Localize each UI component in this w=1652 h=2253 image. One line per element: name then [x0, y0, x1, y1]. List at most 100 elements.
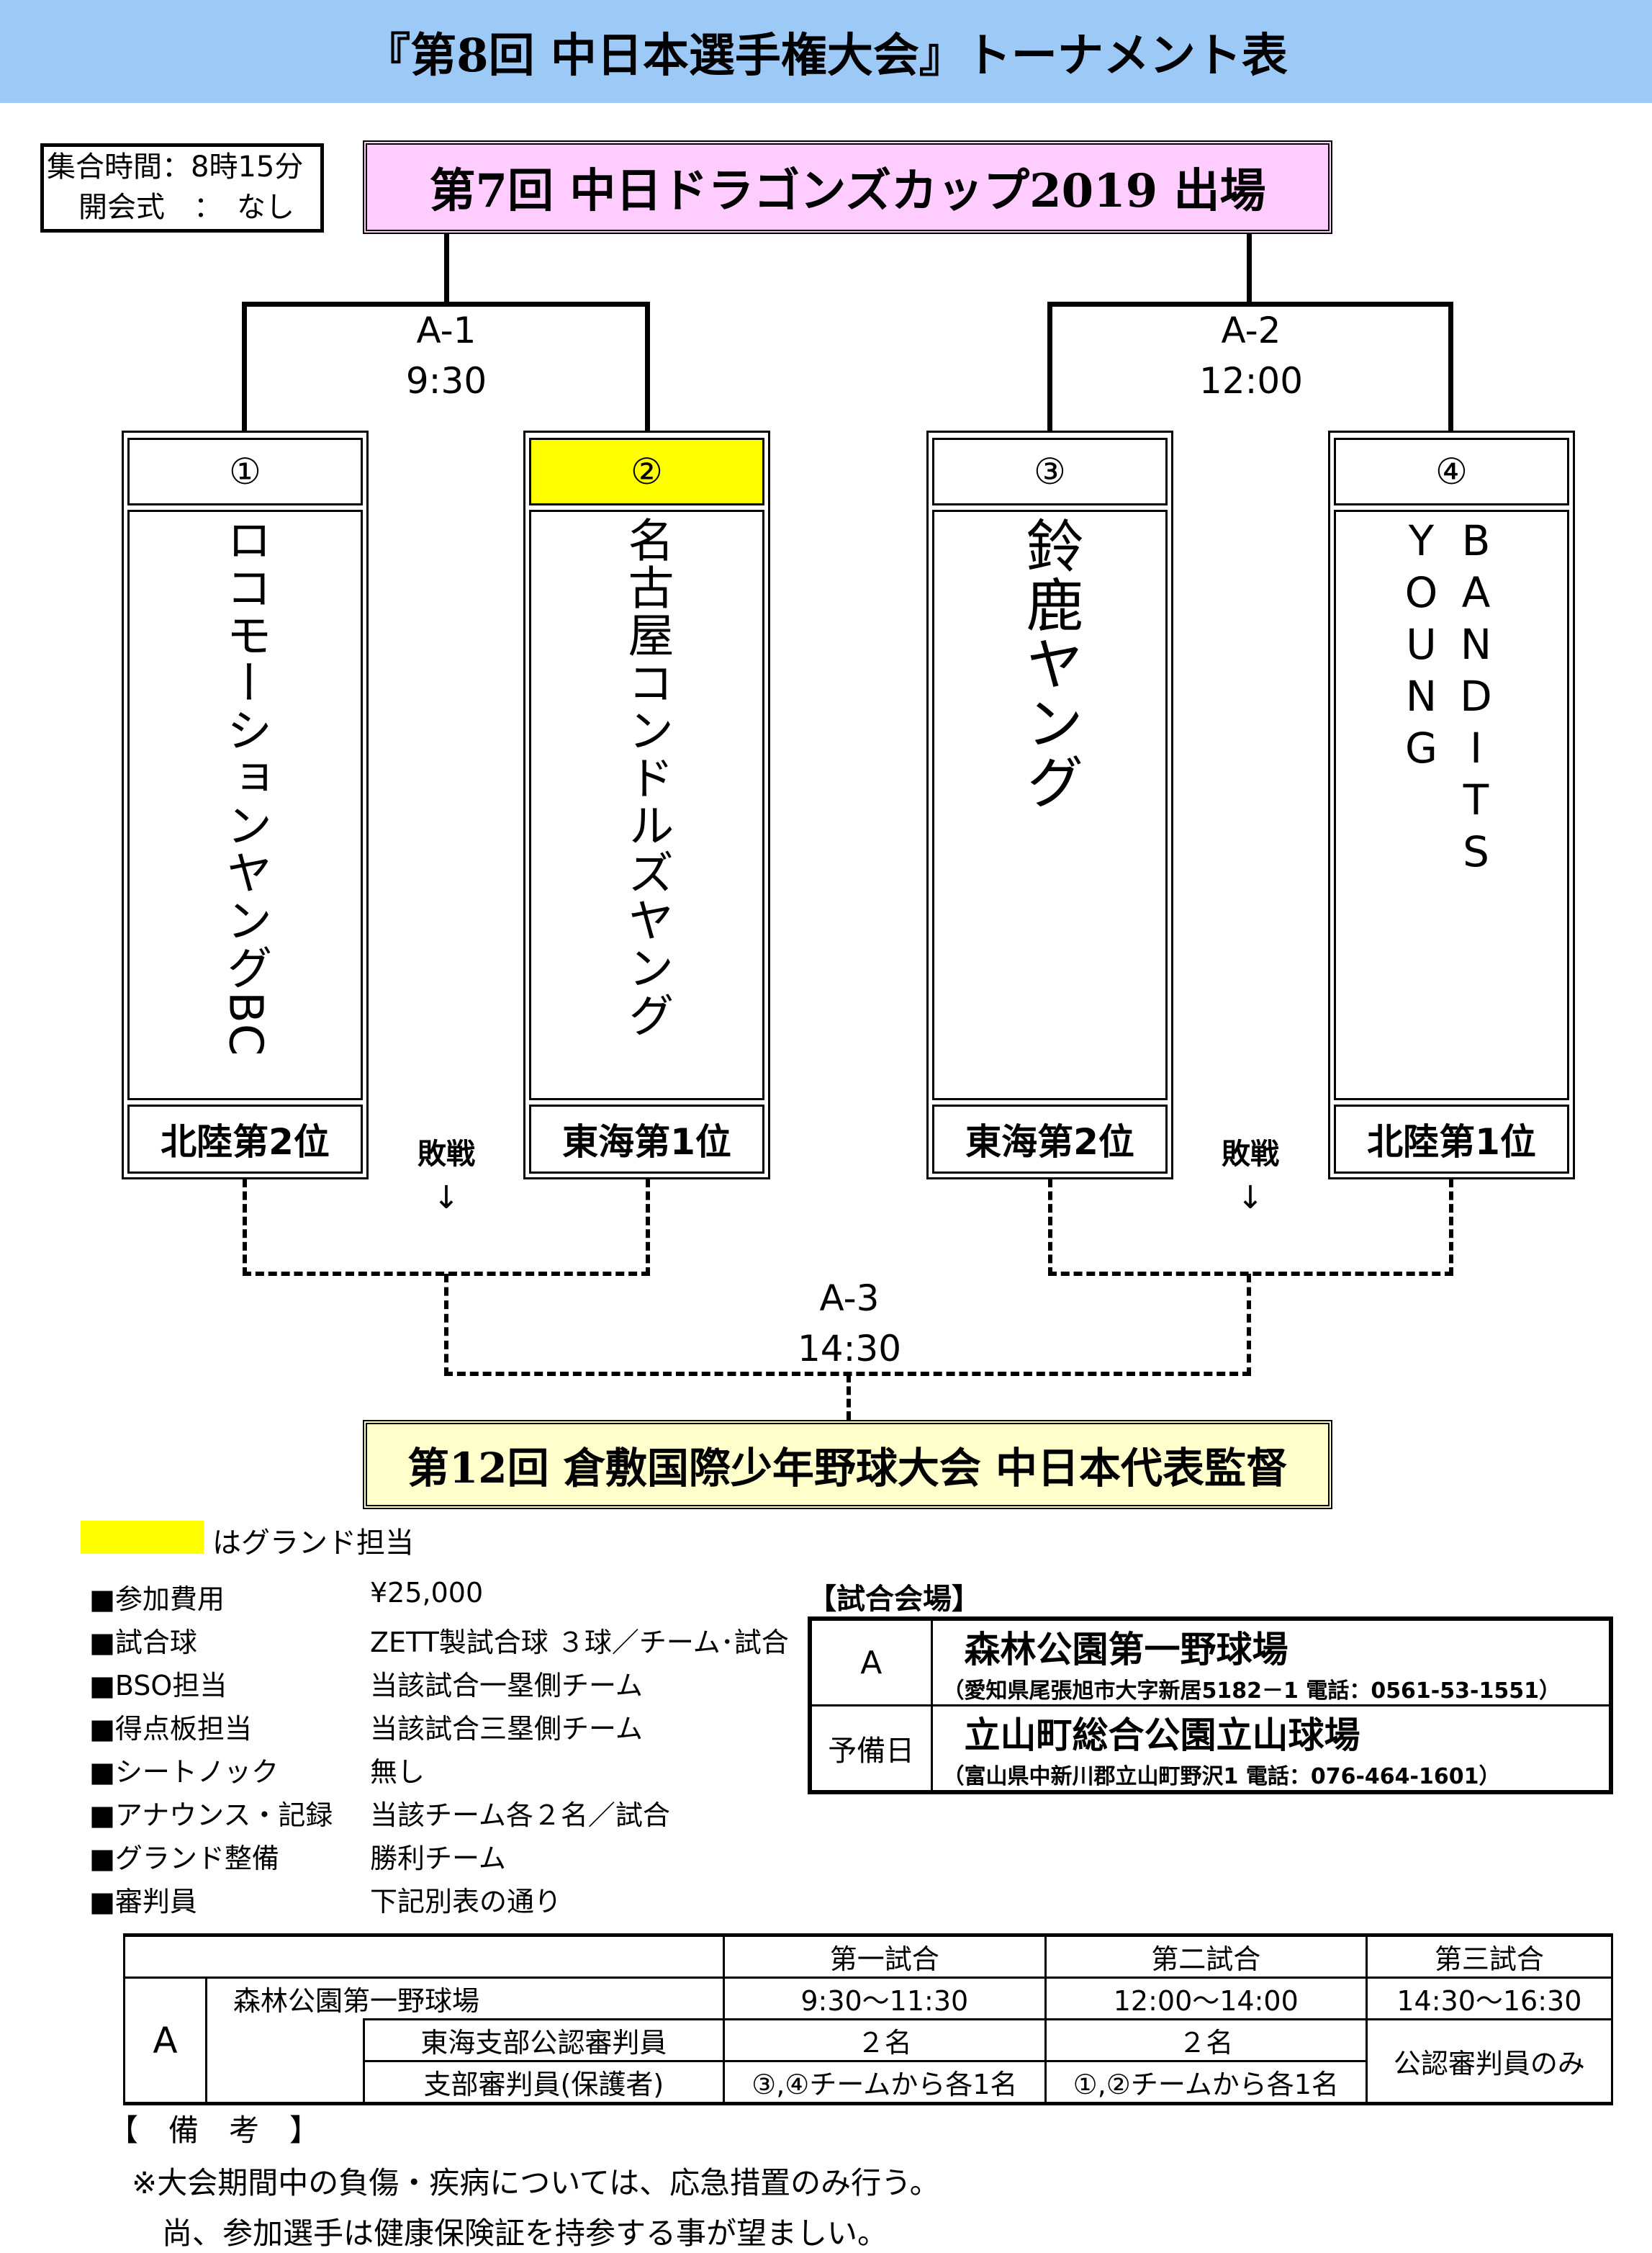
referee-table: 第一試合 第二試合 第三試合 A 森林公園第一野球場 9:30～11:30 12… — [123, 1933, 1614, 2105]
info-list: ■参加費用 ¥25,000 ■試合球 ZETT製試合球 ３球／チーム･試合 ■BSO担当… — [89, 1577, 795, 1923]
team-box-4: ④ BANDITS YOUNG 北陸第1位 — [1328, 431, 1575, 1179]
match-time: 14:30 — [797, 1328, 902, 1370]
info-box: 集合時間：8時15分 開会式 ： なし — [40, 143, 324, 233]
time-game2: 12:00～14:00 — [1044, 1977, 1368, 2020]
dashed-line — [243, 1179, 247, 1276]
match-a3-label: A-3 14:30 — [741, 1273, 957, 1374]
row-label: 東海支部公認審判員 — [363, 2018, 725, 2062]
assembly-time: 集合時間：8時15分 — [47, 150, 304, 184]
venue-code: A — [808, 1617, 933, 1706]
ref-venue-code: A — [123, 1977, 207, 2105]
info-item-label: ■アナウンス・記録 — [89, 1799, 333, 1831]
venue-address: （愛知県尾張旭市大字新居5182－1 電話：0561-53-1551） — [942, 1678, 1561, 1704]
team-number: ① — [127, 438, 363, 505]
dashed-line — [1048, 1179, 1052, 1276]
header-bar: 『第8回 中日本選手権大会』トーナメント表 — [0, 0, 1652, 103]
loser-text: 敗戦 — [417, 1138, 475, 1171]
table-row: 第一試合 第二試合 第三試合 — [123, 1934, 1614, 1979]
final-label: 第12回 倉敷国際少年野球大会 中日本代表監督 — [407, 1444, 1288, 1493]
bracket-line — [1047, 302, 1052, 431]
bracket-line — [645, 302, 650, 431]
match-time: 12:00 — [1199, 360, 1304, 402]
table-row: A 森林公園第一野球場 9:30～11:30 12:00～14:00 14:30… — [123, 1977, 1614, 2105]
team-name: 鈴鹿ヤング — [932, 510, 1168, 1100]
info-item-label: ■グランド整備 — [89, 1843, 279, 1874]
match-time: 9:30 — [405, 360, 487, 402]
info-item-value: 勝利チーム — [370, 1843, 506, 1874]
time-game1: 9:30～11:30 — [722, 1977, 1047, 2020]
dashed-line — [444, 1274, 448, 1376]
bracket-line — [444, 234, 449, 306]
cell: 公認審判員のみ — [1365, 2018, 1614, 2105]
venue-code: 予備日 — [808, 1704, 933, 1794]
info-item-value: ¥25,000 — [370, 1577, 484, 1609]
venue-address: （富山県中新川郡立山町野沢1 電話：076-464-1601） — [942, 1764, 1501, 1789]
time-game3: 14:30～16:30 — [1365, 1977, 1614, 2020]
dashed-line — [847, 1374, 851, 1420]
info-item-label: ■試合球 — [89, 1627, 197, 1658]
note-line: 尚、参加選手は健康保険証を持参する事が望ましい。 — [132, 2216, 888, 2251]
venue-row: 予備日 立山町総合公園立山球場 （富山県中新川郡立山町野沢1 電話：076-464… — [808, 1704, 1612, 1794]
match-id: A-2 — [1221, 310, 1281, 351]
note-line: ※大会期間中の負傷・疾病については、応急措置のみ行う。 — [132, 2165, 940, 2200]
cell: ２名 — [722, 2018, 1047, 2062]
team-rank: 北陸第2位 — [127, 1105, 363, 1174]
ref-venue-name: 森林公園第一野球場 — [205, 1977, 725, 2020]
venue-title: 【試合会場】 — [808, 1583, 980, 1616]
team-rank: 東海第2位 — [932, 1105, 1168, 1174]
team-number: ④ — [1334, 438, 1569, 505]
team-name: BANDITS YOUNG — [1334, 510, 1569, 1100]
arrow-down-icon: ↓ — [433, 1179, 460, 1216]
team-name: 名古屋コンドルズヤング — [529, 510, 764, 1100]
match-id: A-3 — [819, 1277, 880, 1319]
info-item-label: ■得点板担当 — [89, 1713, 252, 1745]
venue-table: A 森林公園第一野球場 （愛知県尾張旭市大字新居5182－1 電話：0561-53… — [808, 1616, 1613, 1794]
team-number: ② — [529, 438, 764, 505]
header-game1: 第一試合 — [722, 1934, 1047, 1979]
team-box-2: ② 名古屋コンドルズヤング 東海第1位 — [523, 431, 770, 1179]
match-id: A-1 — [416, 310, 477, 351]
arrow-down-icon: ↓ — [1237, 1179, 1264, 1216]
bracket-line — [1047, 302, 1453, 307]
cell: ③,④チームから各1名 — [722, 2060, 1047, 2105]
table-row: 東海支部公認審判員 ２名 ２名 公認審判員のみ — [125, 2018, 1614, 2105]
info-item-value: 当該チーム各２名／試合 — [370, 1799, 670, 1831]
team-rank: 北陸第1位 — [1334, 1105, 1569, 1174]
dashed-line — [1449, 1179, 1453, 1276]
team-box-3: ③ 鈴鹿ヤング 東海第2位 — [926, 431, 1173, 1179]
top-qualifier-box: 第7回 中日ドラゴンズカップ2019 出場 — [363, 140, 1332, 234]
info-item-value: 無し — [370, 1756, 425, 1788]
info-item-label: ■参加費用 — [89, 1583, 225, 1615]
venue-name: 立山町総合公園立山球場 — [964, 1714, 1360, 1756]
info-item-value: 下記別表の通り — [370, 1886, 562, 1917]
loser-label: 敗戦 ↓ — [403, 1130, 489, 1216]
info-item-value: 当該試合三塁側チーム — [370, 1713, 643, 1745]
header-game2: 第二試合 — [1044, 1934, 1368, 1979]
info-item-label: ■BSO担当 — [89, 1670, 227, 1701]
venue-row: A 森林公園第一野球場 （愛知県尾張旭市大字新居5182－1 電話：0561-53… — [808, 1617, 1612, 1706]
header-game3: 第三試合 — [1365, 1934, 1614, 1979]
table-row: 支部審判員(保護者) ③,④チームから各1名 ①,②チームから各1名 — [125, 2060, 1612, 2105]
opening-ceremony: 開会式 ： なし — [78, 191, 294, 224]
ground-legend-swatch — [81, 1521, 204, 1554]
cell: ①,②チームから各1名 — [1044, 2060, 1368, 2105]
info-item-label: ■シートノック — [89, 1756, 279, 1788]
team-number: ③ — [932, 438, 1168, 505]
dashed-line — [1247, 1274, 1251, 1376]
team-name: ロコモーションヤングBC — [127, 510, 363, 1100]
row-label: 支部審判員(保護者) — [363, 2060, 725, 2105]
bracket-line — [1448, 302, 1453, 431]
dashed-line — [646, 1179, 650, 1276]
bracket-line — [1247, 234, 1252, 306]
info-item-value: ZETT製試合球 ３球／チーム･試合 — [370, 1627, 789, 1658]
loser-text: 敗戦 — [1222, 1138, 1279, 1171]
ground-legend-label: はグランド担当 — [212, 1526, 414, 1560]
notes-title: 【 備 考 】 — [108, 2113, 320, 2148]
team-rank: 東海第1位 — [529, 1105, 764, 1174]
team-box-1: ① ロコモーションヤングBC 北陸第2位 — [122, 431, 369, 1179]
match-a2-label: A-2 12:00 — [1143, 305, 1359, 406]
final-box: 第12回 倉敷国際少年野球大会 中日本代表監督 — [363, 1420, 1332, 1509]
bracket-line — [242, 302, 650, 307]
info-item-label: ■審判員 — [89, 1886, 197, 1917]
venue-name: 森林公園第一野球場 — [964, 1629, 1288, 1670]
